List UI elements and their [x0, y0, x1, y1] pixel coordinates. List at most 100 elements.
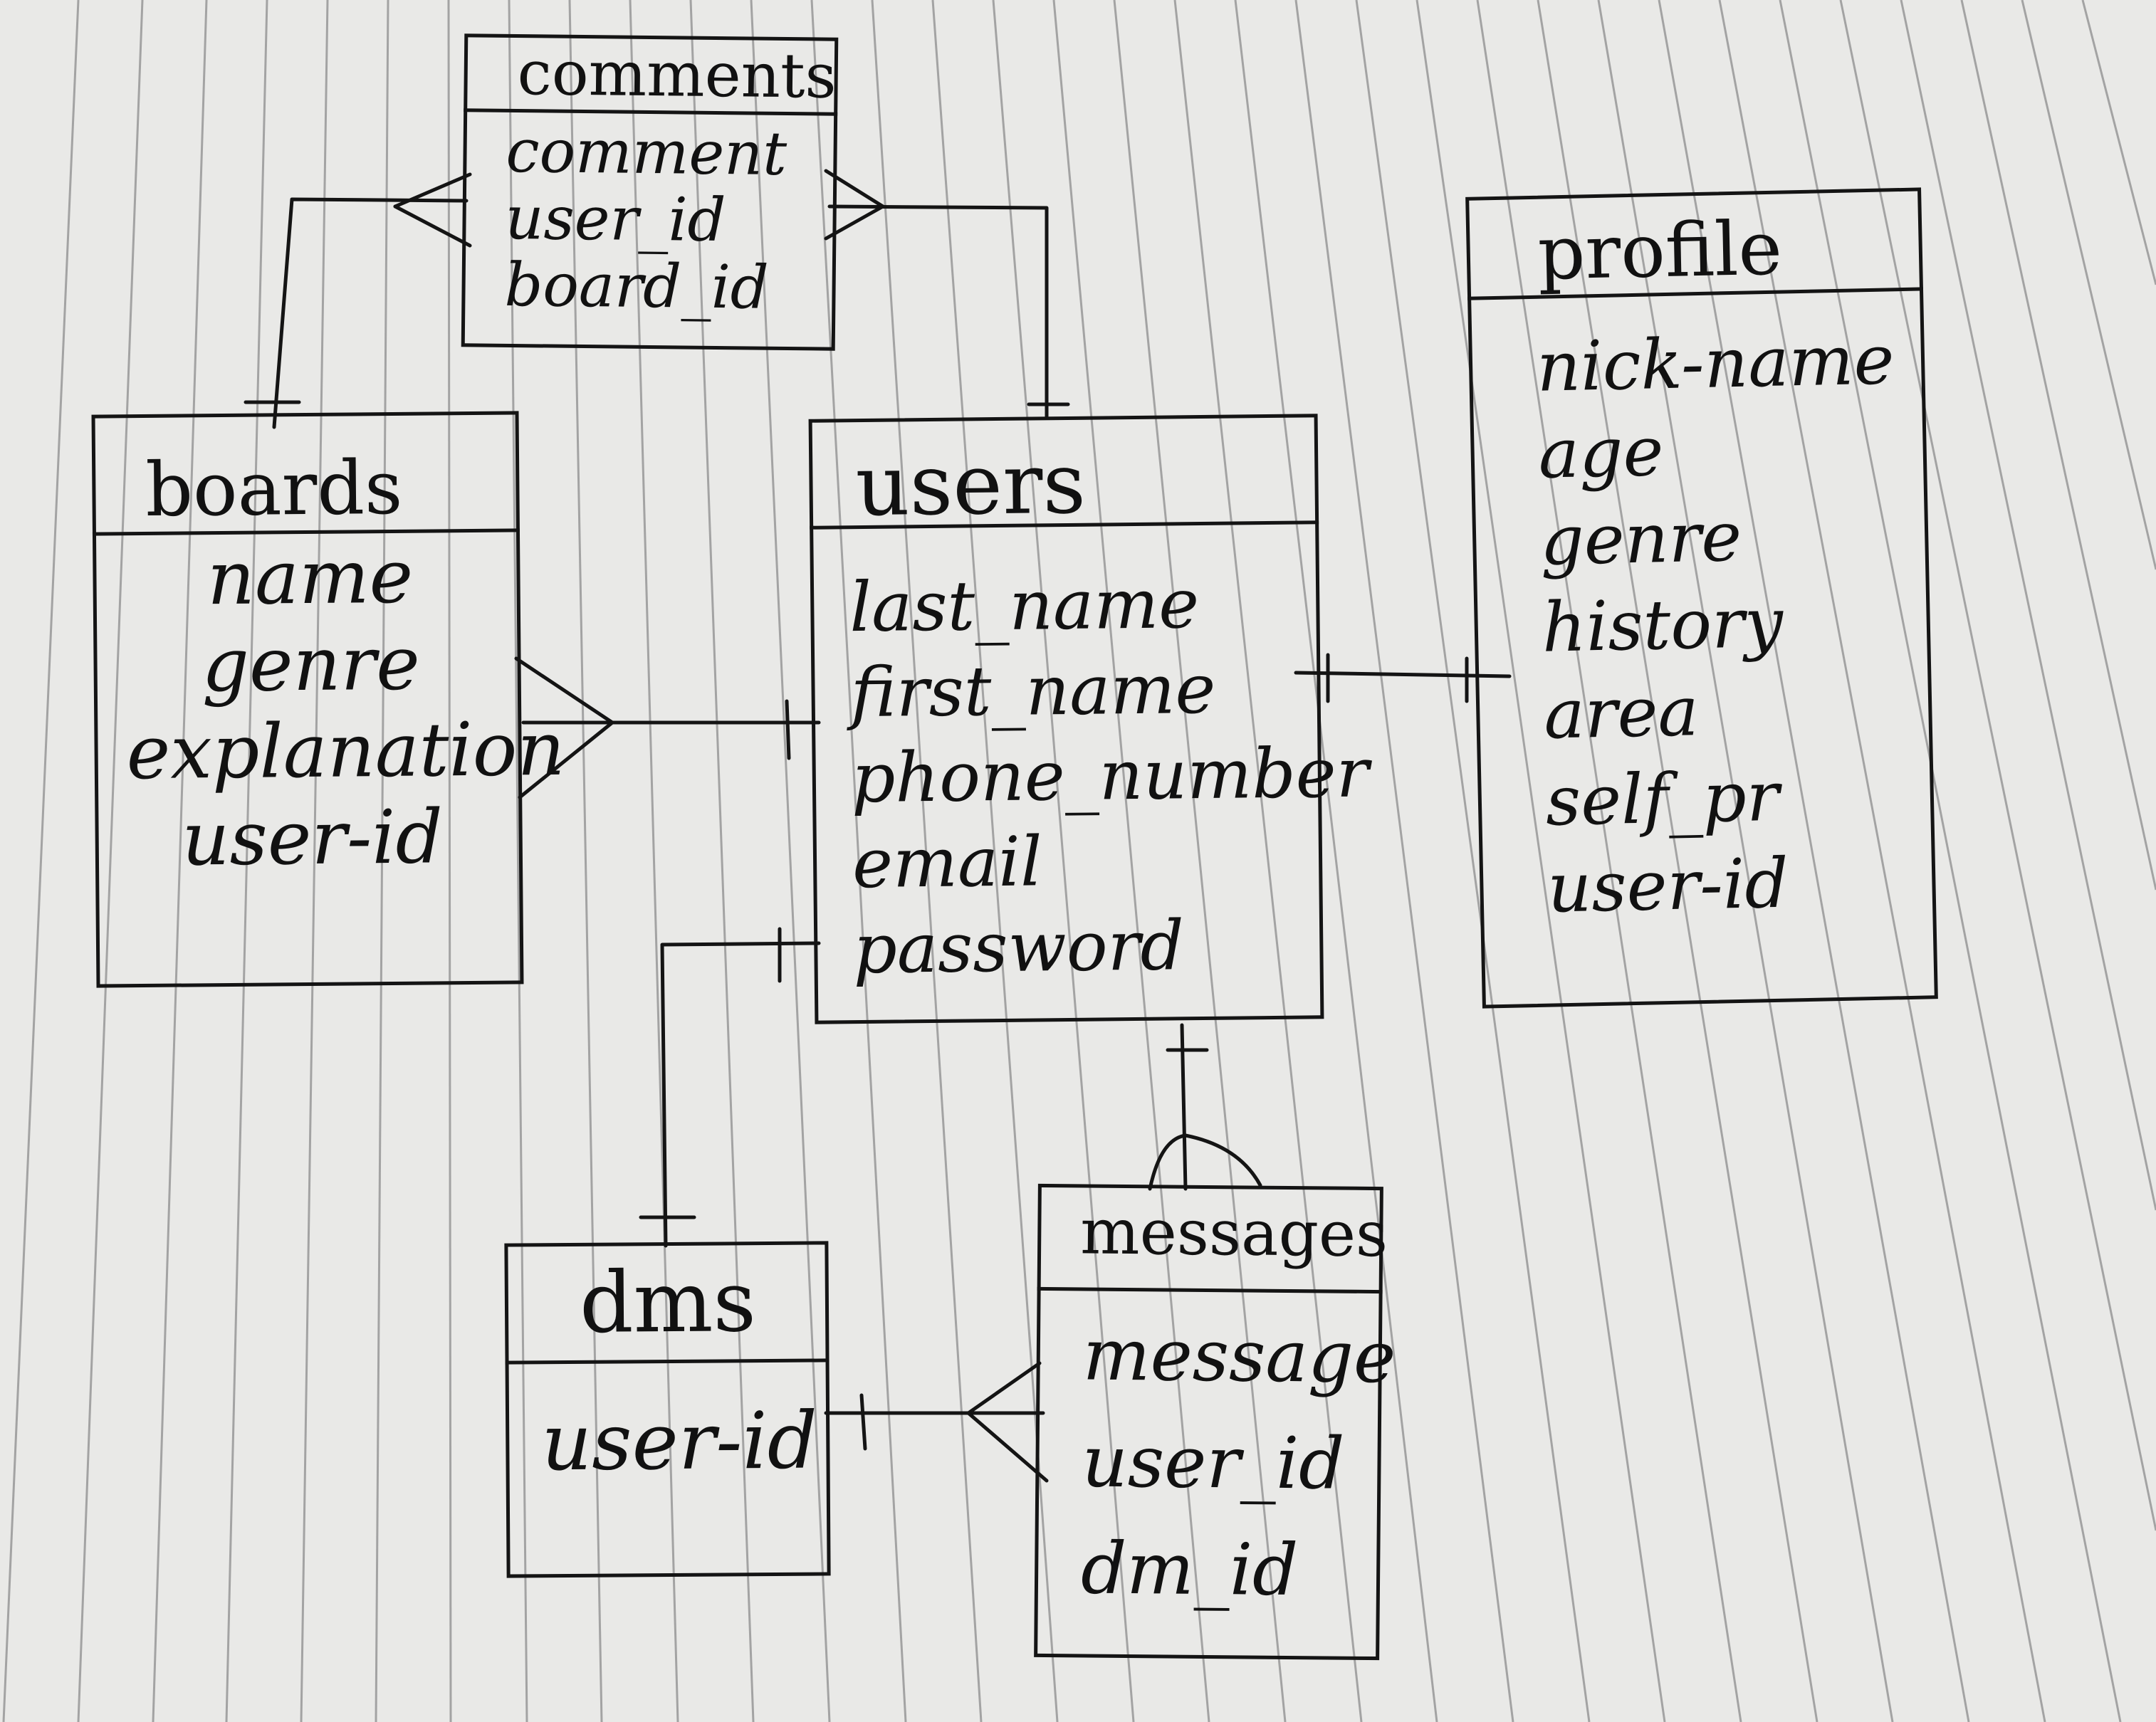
ruling-line [2081, 0, 2156, 285]
attribute-list: nick-name age genre history area self_pr… [1536, 315, 1933, 931]
ruling-line [931, 0, 1059, 1722]
ruling-line [1658, 0, 1970, 1722]
entity-divider [505, 1358, 830, 1365]
ruling-line [568, 0, 603, 1722]
attribute: email [852, 821, 1043, 904]
attribute: user_id [1081, 1419, 1345, 1506]
crows-foot-upper [514, 656, 614, 725]
ruling-line [1173, 0, 1363, 1722]
crows-foot-upper [393, 172, 472, 209]
ruling-line [1839, 0, 2156, 1531]
ruling-line [1960, 0, 2156, 891]
ruling-line [871, 0, 983, 1722]
attribute: user-id [540, 1395, 818, 1489]
ruling-line [225, 0, 268, 1722]
rel-users-comments [824, 169, 1070, 419]
ruling-line [375, 0, 389, 1722]
connector-line [1294, 671, 1512, 678]
attribute: first_name [850, 649, 1216, 733]
attribute: area [1543, 671, 1700, 755]
attribute: age [1537, 411, 1665, 494]
connector-line [660, 941, 821, 1248]
ruling-line [1476, 0, 1742, 1722]
attribute: self_pr [1544, 756, 1780, 841]
entity-boards: boards name genre explanation user-id [91, 411, 565, 988]
entity-title: comments [517, 38, 837, 112]
crows-foot-lower [966, 1411, 1049, 1483]
ruling-line [447, 0, 452, 1722]
crows-foot-lower [518, 720, 614, 799]
ruling-line [1537, 0, 1819, 1722]
entity-dms: dms user-id [504, 1241, 831, 1578]
ruling-line [1052, 0, 1210, 1722]
ruling-line [300, 0, 329, 1722]
crows-foot-upper [824, 169, 885, 209]
entity-title: boards [145, 443, 403, 533]
rel-users-messages [1148, 1023, 1262, 1191]
attribute: genre [201, 619, 421, 709]
ruling-line [508, 0, 528, 1722]
one-mark [859, 1393, 867, 1451]
ruling-line [1779, 0, 2122, 1722]
connector-line [1180, 1023, 1188, 1191]
attribute: name [206, 532, 414, 622]
attribute: genre [1539, 496, 1743, 581]
attribute: password [852, 905, 1185, 989]
attribute: board_id [504, 249, 770, 322]
entity-users: users last_name first_name phone_number … [808, 414, 1369, 1024]
attribute-list: user-id [541, 1394, 827, 1489]
attribute: explanation [126, 705, 565, 797]
ruling-line [992, 0, 1135, 1722]
attribute: phone_number [851, 733, 1369, 819]
entity-title: users [854, 434, 1087, 535]
connector-line [827, 204, 1049, 419]
ruling-line [1718, 0, 2046, 1722]
ruling-line [2021, 0, 2156, 570]
ruling-line [810, 0, 907, 1722]
ruling-line [2, 0, 80, 1722]
attribute-list: name genre explanation user-id [125, 532, 565, 883]
crows-foot-lower [393, 204, 472, 248]
ruling-line [629, 0, 679, 1722]
entity-comments: comments comment user_id board_id [461, 33, 839, 351]
entity-divider [1037, 1286, 1383, 1294]
entity-title: dms [579, 1252, 757, 1352]
ruling-line [1294, 0, 1514, 1722]
attribute: comment [506, 115, 787, 189]
attribute: user_id [505, 182, 726, 256]
rel-users-boards [514, 656, 821, 799]
entity-messages: messages message user_id dm_id [1034, 1183, 1396, 1661]
attribute: last_name [849, 564, 1200, 648]
entity-profile: profile nick-name age genre history area… [1465, 187, 1938, 1009]
ruling-line [1355, 0, 1591, 1722]
ruling-line [1415, 0, 1666, 1722]
rel-users-profile [1294, 653, 1512, 703]
crows-foot [1148, 1133, 1262, 1191]
attribute: message [1082, 1313, 1396, 1400]
attribute-list: comment user_id board_id [504, 115, 834, 322]
one-mark [785, 699, 791, 760]
ruling-line [152, 0, 208, 1722]
ruling-line [689, 0, 755, 1722]
attribute-list: message user_id dm_id [1080, 1301, 1396, 1624]
ruling-line [1234, 0, 1438, 1722]
entity-title: profile [1537, 204, 1784, 297]
attribute: dm_id [1080, 1526, 1299, 1612]
crows-foot-lower [824, 204, 885, 241]
ruling-line [77, 0, 144, 1722]
connector-line [272, 197, 469, 429]
attribute: user-id [1547, 843, 1789, 928]
attribute-list: last_name first_name phone_number email … [849, 560, 1369, 992]
ruling-line [750, 0, 831, 1722]
attribute: history [1541, 582, 1784, 668]
attribute: user-id [181, 793, 444, 883]
entity-title: messages [1079, 1195, 1388, 1271]
attribute: nick-name [1535, 320, 1895, 407]
crows-foot-upper [966, 1361, 1042, 1415]
ruling-line [1900, 0, 2156, 1211]
rel-boards-comments [244, 172, 472, 429]
rel-dms-messages [824, 1361, 1049, 1483]
